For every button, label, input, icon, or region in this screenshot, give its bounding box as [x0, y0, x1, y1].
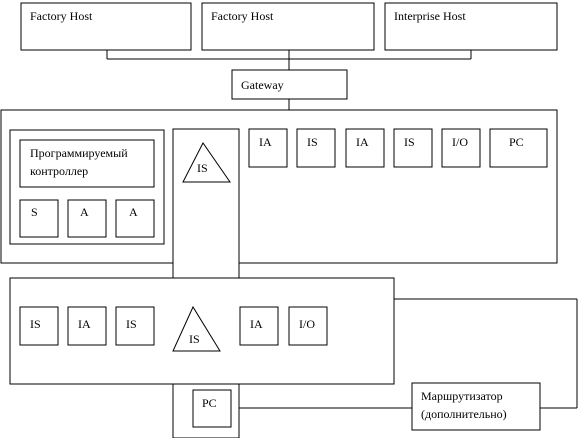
upper-device-ia-2[interactable]: IA	[345, 128, 385, 168]
plc-node[interactable]: Программируемый контроллер	[19, 139, 155, 188]
svg-text:контроллер: контроллер	[30, 164, 88, 178]
svg-text:(дополнительно): (дополнительно)	[421, 407, 507, 421]
gateway-node[interactable]: Gateway	[231, 69, 348, 100]
router-node[interactable]: Маршрутизатор (дополнительно)	[411, 382, 541, 431]
svg-text:IA: IA	[250, 317, 263, 331]
lower-device-ia-2[interactable]: IA	[239, 306, 279, 346]
svg-text:IS: IS	[307, 135, 318, 149]
upper-device-is-2[interactable]: IS	[393, 128, 433, 168]
plc-device-s[interactable]: S	[19, 199, 59, 238]
svg-text:S: S	[31, 205, 38, 219]
lower-is-triangle[interactable]: IS	[172, 305, 221, 352]
svg-text:PC: PC	[509, 135, 524, 149]
upper-device-io[interactable]: I/O	[441, 128, 481, 168]
svg-text:Маршрутизатор: Маршрутизатор	[421, 389, 503, 403]
upper-device-ia-1[interactable]: IA	[248, 128, 288, 168]
svg-text:Gateway: Gateway	[241, 78, 284, 92]
svg-text:IS: IS	[197, 161, 208, 175]
svg-text:Factory Host: Factory Host	[30, 9, 93, 23]
lower-device-ia-1[interactable]: IA	[67, 306, 107, 346]
upper-device-pc[interactable]: PC	[489, 128, 548, 168]
svg-text:A: A	[129, 205, 138, 219]
svg-text:IS: IS	[30, 317, 41, 331]
host-factory-1[interactable]: Factory Host	[20, 2, 192, 51]
svg-text:Factory Host: Factory Host	[211, 9, 274, 23]
lower-device-io[interactable]: I/O	[288, 306, 328, 346]
svg-text:IS: IS	[126, 317, 137, 331]
svg-text:IA: IA	[78, 317, 91, 331]
host-factory-2[interactable]: Factory Host	[201, 2, 375, 51]
svg-text:Interprise Host: Interprise Host	[394, 9, 466, 23]
svg-text:IA: IA	[356, 135, 369, 149]
plc-device-a-2[interactable]: A	[115, 199, 155, 238]
svg-text:IS: IS	[404, 135, 415, 149]
svg-text:A: A	[80, 205, 89, 219]
lower-device-is-1[interactable]: IS	[19, 306, 59, 346]
svg-text:I/O: I/O	[452, 135, 468, 149]
svg-text:IA: IA	[259, 135, 272, 149]
upper-device-is-1[interactable]: IS	[296, 128, 336, 168]
svg-text:Программируемый: Программируемый	[30, 146, 128, 160]
svg-text:I/O: I/O	[299, 317, 315, 331]
svg-text:PC: PC	[202, 396, 217, 410]
host-interprise[interactable]: Interprise Host	[384, 2, 558, 51]
bottom-pc-node[interactable]: PC	[192, 389, 232, 428]
lower-device-is-2[interactable]: IS	[115, 306, 155, 346]
upper-is-triangle[interactable]: IS	[182, 142, 231, 183]
plc-device-a-1[interactable]: A	[67, 199, 107, 238]
svg-text:IS: IS	[189, 332, 200, 346]
